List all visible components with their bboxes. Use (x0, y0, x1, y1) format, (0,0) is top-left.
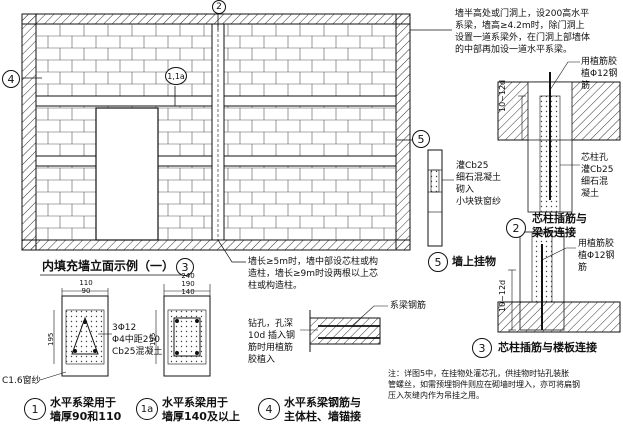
detail5-circle: 5 (428, 252, 448, 272)
detail5-drawing (427, 149, 454, 247)
marker-right-label: 5 (417, 132, 425, 146)
detail5-title: 墙上挂物 (452, 255, 496, 268)
main-wall-elevation (21, 10, 452, 276)
detail3-num: 3 (478, 341, 486, 355)
detail1a-circle: 1a (136, 398, 158, 420)
marker-right-circle: 5 (412, 130, 430, 148)
detail5-num: 5 (434, 255, 442, 269)
note-bottom: 墙长≥5m时，墙中部设芯柱或构 造柱，墙长≥9m时设两根以上芯 柱或构造柱。 (248, 257, 379, 291)
marker-inner-label: 1,1a (167, 71, 185, 81)
detail2-label-top: 用植筋胶 植Φ12钢筋 (581, 57, 618, 91)
note-top: 墙半高处或门洞上，设200高水平 系梁，墙高≥4.2m时，除门洞上 设置一道系梁… (455, 9, 591, 55)
right-column (395, 13, 411, 251)
detail2-title: 芯柱插筋与 梁板连接 (532, 212, 587, 239)
detail4-label: 系梁钢筋 (390, 301, 427, 311)
detail2-drawing (497, 61, 621, 213)
detail2-circle: 2 (506, 218, 526, 238)
detail3-title: 芯柱插筋与楼板连接 (498, 341, 597, 354)
marker-inner-circle: 1,1a (165, 67, 187, 85)
detail1-num: 1 (31, 402, 39, 416)
floor-slab (21, 239, 411, 251)
detail3-dim: 10~12d (498, 279, 507, 312)
detail3-circle: 3 (472, 338, 492, 358)
detail1a-num: 1a (140, 403, 154, 415)
detail1-drawing (39, 288, 112, 381)
detail1-circle: 1 (24, 398, 46, 420)
marker-left-circle: 4 (2, 70, 20, 88)
detail1a-dim-side: 195 (149, 332, 157, 346)
detail3-label-top: 用植筋胶 植Φ12钢 筋 (578, 239, 615, 273)
detail2-num: 2 (512, 221, 520, 235)
detail2-label-side: 芯柱孔 灌Cb25 细石混 凝土 (581, 153, 614, 199)
detail1-sill: C1.6窗纱 (2, 376, 41, 386)
detail4-title: 水平系梁钢筋与 主体柱、墙锚接 (284, 396, 361, 423)
marker-left-label: 4 (7, 72, 15, 86)
marker-top-circle: 2 (212, 0, 226, 14)
main-title-ref: 3 (181, 260, 189, 274)
detail4-note: 钻孔，孔深 10d 插入钢 筋时用植筋 胶植入 (248, 319, 296, 365)
marker-top-label: 2 (216, 2, 222, 12)
detail5-note: 灌Cb25 细石混凝土 砌入 小块铁窗纱 (456, 161, 502, 207)
footnote: 注：详图5中，在挂物处灌芯孔，供挂物时钻孔装胀 管螺丝，如需预埋铜件则应在砌墙时… (388, 369, 580, 400)
detail3-drawing (497, 231, 621, 333)
left-column (21, 13, 37, 251)
detail2-dim: 10~12d (498, 79, 507, 112)
detail1a-dim-top: 240 190 140 (181, 272, 195, 296)
detail1-dim-top: 110 90 (79, 279, 93, 295)
detail1a-title: 水平系梁用于 墙厚140及以上 (162, 396, 240, 423)
detail1-title: 水平系梁用于 墙厚90和110 (50, 396, 122, 423)
detail1-rebar: 3Φ12 Φ4中距250 Cb25混凝土 (112, 323, 163, 357)
main-title-ref-circle: 3 (176, 258, 194, 276)
detail4-num: 4 (265, 402, 273, 416)
door-opening (95, 107, 159, 241)
detail4-drawing (300, 305, 388, 352)
detail4-circle: 4 (258, 398, 280, 420)
main-title: 内填充墙立面示例（一） (42, 259, 175, 273)
detail1-dim-side: 195 (47, 332, 55, 346)
top-slab (21, 13, 411, 25)
detail1a-drawing (155, 284, 211, 377)
